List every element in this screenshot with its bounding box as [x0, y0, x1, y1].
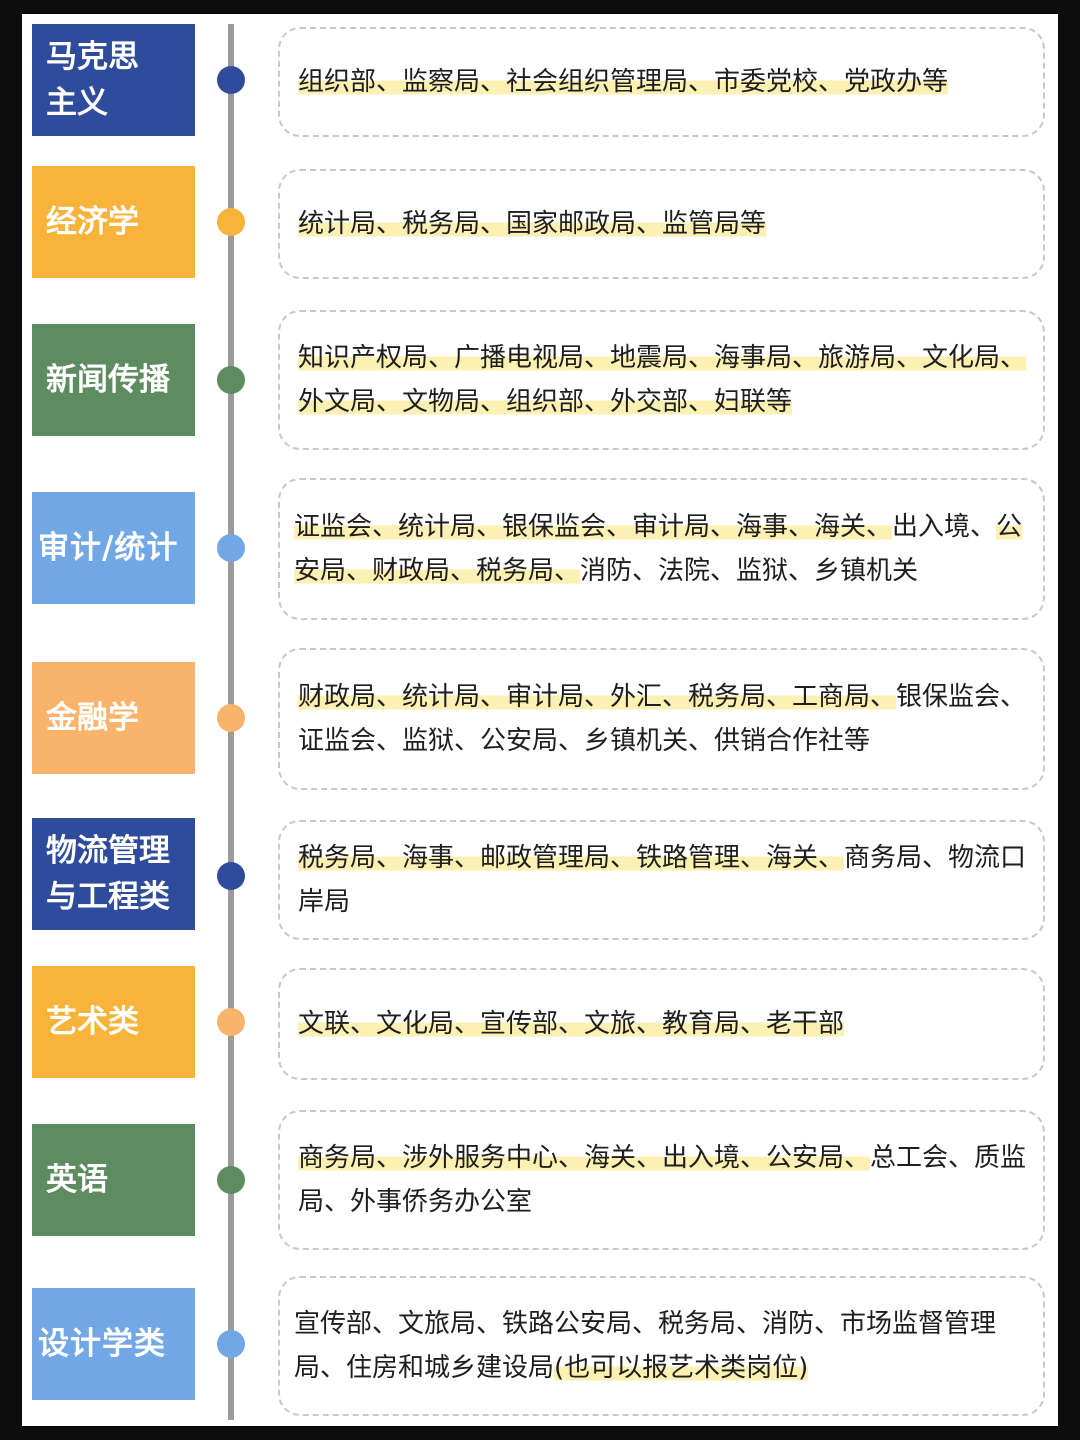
- category-label-text: 设计学类: [38, 1326, 166, 1362]
- row-finance: 金融学 财政局、统计局、审计局、外汇、税务局、工商局、银保监会、证监会、监狱、公…: [22, 648, 1058, 790]
- category-label-text: 物流管理 与工程类: [46, 833, 170, 915]
- highlighted-note: (也可以报艺术类岗位): [554, 1353, 809, 1383]
- highlighted-departments: 税务局、海事、邮政管理局、铁路管理、海关、: [298, 843, 845, 873]
- highlighted-departments: 商务局、涉外服务中心、海关、出入境、公安局、: [298, 1143, 871, 1173]
- timeline-dot: [217, 66, 245, 94]
- row-journalism: 新闻传播 知识产权局、广播电视局、地震局、海事局、旅游局、文化局、外文局、文物局…: [22, 310, 1058, 450]
- highlighted-departments: 文联、文化局、宣传部、文旅、教育局、老干部: [298, 1009, 845, 1039]
- highlighted-departments: 财政局、统计局、审计局、外汇、税务局、工商局、: [298, 682, 897, 712]
- timeline-dot: [217, 1166, 245, 1194]
- timeline-dot: [217, 862, 245, 890]
- category-label-text: 新闻传播: [46, 362, 170, 398]
- category-label-arts: 艺术类: [32, 966, 195, 1078]
- departments-card: 宣传部、文旅局、铁路公安局、税务局、消防、市场监督管理局、住房和城乡建设局(也可…: [278, 1276, 1045, 1416]
- highlighted-departments: 知识产权局、广播电视局、地震局、海事局、旅游局、文化局、外文局、文物局、组织部、…: [298, 343, 1027, 417]
- departments-card: 证监会、统计局、银保监会、审计局、海事、海关、出入境、公安局、财政局、税务局、消…: [278, 478, 1045, 620]
- row-audit-statistics: 审计/统计 证监会、统计局、银保监会、审计局、海事、海关、出入境、公安局、财政局…: [22, 478, 1058, 620]
- departments-card: 税务局、海事、邮政管理局、铁路管理、海关、商务局、物流口岸局: [278, 820, 1045, 940]
- page: 马克思 主义 组织部、监察局、社会组织管理局、市委党校、党政办等 经济学 统计局…: [22, 14, 1058, 1426]
- highlighted-departments: 证监会、统计局、银保监会、审计局、海事、海关、: [294, 512, 893, 542]
- departments-card: 组织部、监察局、社会组织管理局、市委党校、党政办等: [278, 27, 1045, 137]
- timeline-dot: [217, 366, 245, 394]
- other-departments: 总工会、质监局、外事侨务办公室: [298, 1143, 1027, 1217]
- category-label-logistics: 物流管理 与工程类: [32, 818, 195, 930]
- row-design: 设计学类 宣传部、文旅局、铁路公安局、税务局、消防、市场监督管理局、住房和城乡建…: [22, 1276, 1058, 1416]
- other-departments: 宣传部、文旅局、铁路公安局、税务局、消防、市场监督管理局、住房和城乡建设局: [294, 1309, 997, 1383]
- departments-card: 文联、文化局、宣传部、文旅、教育局、老干部: [278, 968, 1045, 1080]
- timeline-dot: [217, 208, 245, 236]
- category-label-text: 金融学: [46, 700, 139, 736]
- category-label-text: 艺术类: [46, 1004, 139, 1040]
- category-label-economics: 经济学: [32, 166, 195, 278]
- timeline-dot: [217, 1330, 245, 1358]
- category-label-text: 审计/统计: [38, 530, 179, 566]
- departments-card: 统计局、税务局、国家邮政局、监管局等: [278, 169, 1045, 279]
- other-departments: 银保监会、证监会、监狱、公安局、乡镇机关、供销合作社等: [298, 682, 1027, 756]
- category-label-text: 马克思 主义: [46, 39, 139, 121]
- other-departments: 商务局、物流口岸局: [298, 843, 1027, 917]
- row-marxism: 马克思 主义 组织部、监察局、社会组织管理局、市委党校、党政办等: [22, 24, 1058, 137]
- category-label-journalism: 新闻传播: [32, 324, 195, 436]
- highlighted-departments: 统计局、税务局、国家邮政局、监管局等: [298, 209, 767, 239]
- highlighted-departments: 组织部、监察局、社会组织管理局、市委党校、党政办等: [298, 67, 949, 97]
- row-economics: 经济学 统计局、税务局、国家邮政局、监管局等: [22, 166, 1058, 279]
- departments-card: 知识产权局、广播电视局、地震局、海事局、旅游局、文化局、外文局、文物局、组织部、…: [278, 310, 1045, 450]
- row-english: 英语 商务局、涉外服务中心、海关、出入境、公安局、总工会、质监局、外事侨务办公室: [22, 1110, 1058, 1250]
- category-label-finance: 金融学: [32, 662, 195, 774]
- other-departments: 出入境、: [892, 512, 997, 542]
- row-arts: 艺术类 文联、文化局、宣传部、文旅、教育局、老干部: [22, 966, 1058, 1080]
- other-departments-2: 消防、法院、监狱、乡镇机关: [580, 556, 919, 586]
- departments-card: 商务局、涉外服务中心、海关、出入境、公安局、总工会、质监局、外事侨务办公室: [278, 1110, 1045, 1250]
- category-label-english: 英语: [32, 1124, 195, 1236]
- timeline-dot: [217, 704, 245, 732]
- timeline-dot: [217, 1008, 245, 1036]
- row-logistics: 物流管理 与工程类 税务局、海事、邮政管理局、铁路管理、海关、商务局、物流口岸局: [22, 818, 1058, 940]
- category-label-text: 经济学: [46, 204, 139, 240]
- category-label-design: 设计学类: [32, 1288, 195, 1400]
- category-label-audit-statistics: 审计/统计: [32, 492, 195, 604]
- category-label-marxism: 马克思 主义: [32, 24, 195, 136]
- category-label-text: 英语: [46, 1162, 108, 1198]
- timeline-dot: [217, 534, 245, 562]
- departments-card: 财政局、统计局、审计局、外汇、税务局、工商局、银保监会、证监会、监狱、公安局、乡…: [278, 648, 1045, 790]
